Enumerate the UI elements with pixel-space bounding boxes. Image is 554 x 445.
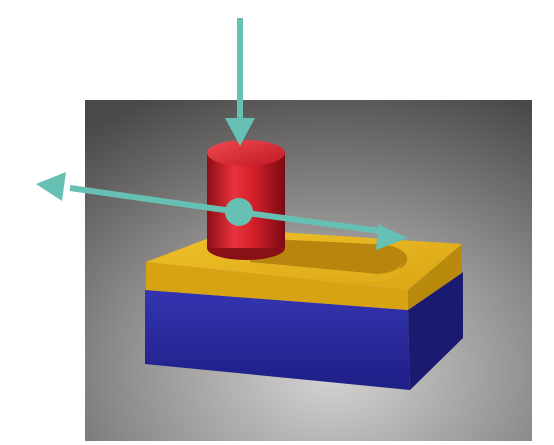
left-arrow-head (36, 172, 66, 201)
down-arrow-head (225, 118, 255, 146)
milled-slot (250, 238, 408, 282)
left-arrow-shaft (69, 185, 240, 215)
arrow-origin-dot (225, 198, 253, 226)
arrows (36, 18, 408, 250)
right-arrow-head (376, 224, 408, 250)
base-block (145, 272, 463, 390)
right-arrow-shaft (238, 209, 381, 234)
